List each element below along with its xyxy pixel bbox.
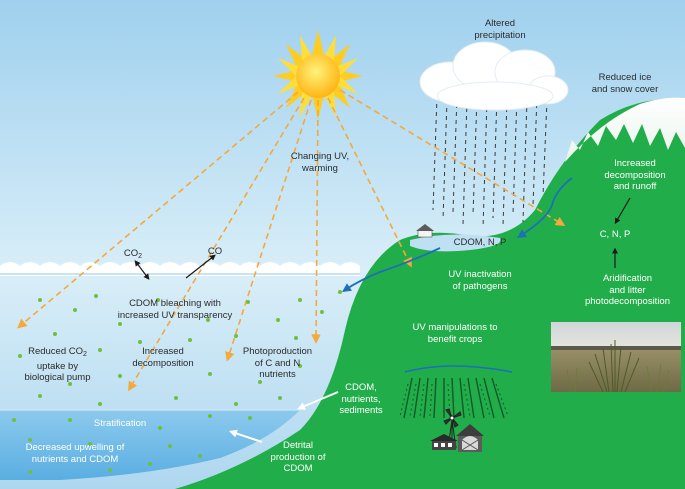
farm-barn-icon <box>430 424 484 452</box>
rain-streaks <box>432 95 548 229</box>
uv-arrow-2 <box>128 97 305 392</box>
white-arrows <box>228 391 339 443</box>
gas-exchange-arrows <box>134 254 216 280</box>
reduced-co2-label: Reduced CO2 uptake by biological pump <box>24 346 91 383</box>
co-label: CO <box>207 246 223 257</box>
uv-arrows <box>17 89 566 392</box>
ocean-waves <box>0 262 360 276</box>
runoff-arrows <box>342 177 573 292</box>
uv-arrow-6 <box>339 89 566 226</box>
co2-label: CO2 <box>123 248 143 260</box>
uv-arrow-5 <box>327 97 412 268</box>
changing-uv-label: Changing UV,warming <box>290 151 350 174</box>
cloud-icon <box>419 41 569 111</box>
land-arrows <box>612 197 631 268</box>
uv-arrow-1 <box>17 91 299 329</box>
cdom-nutrients-label: CDOM,nutrients,sediments <box>339 382 383 416</box>
uv-arrow-3 <box>225 99 312 362</box>
lake <box>410 234 501 252</box>
sun-icon <box>273 30 363 120</box>
snow-cap <box>565 97 685 162</box>
nutrient-dots <box>12 290 342 474</box>
cdom-np-label: CDOM, N, P <box>453 237 507 248</box>
crop-rows-icon <box>399 365 513 419</box>
stratified-deep-layer <box>0 410 300 480</box>
cnp-label: C, N, P <box>599 229 631 240</box>
stratification-label: Stratification <box>93 418 147 429</box>
grassland-photo <box>551 322 681 392</box>
house-icon <box>416 224 434 238</box>
uv-arrow-4 <box>311 99 321 344</box>
